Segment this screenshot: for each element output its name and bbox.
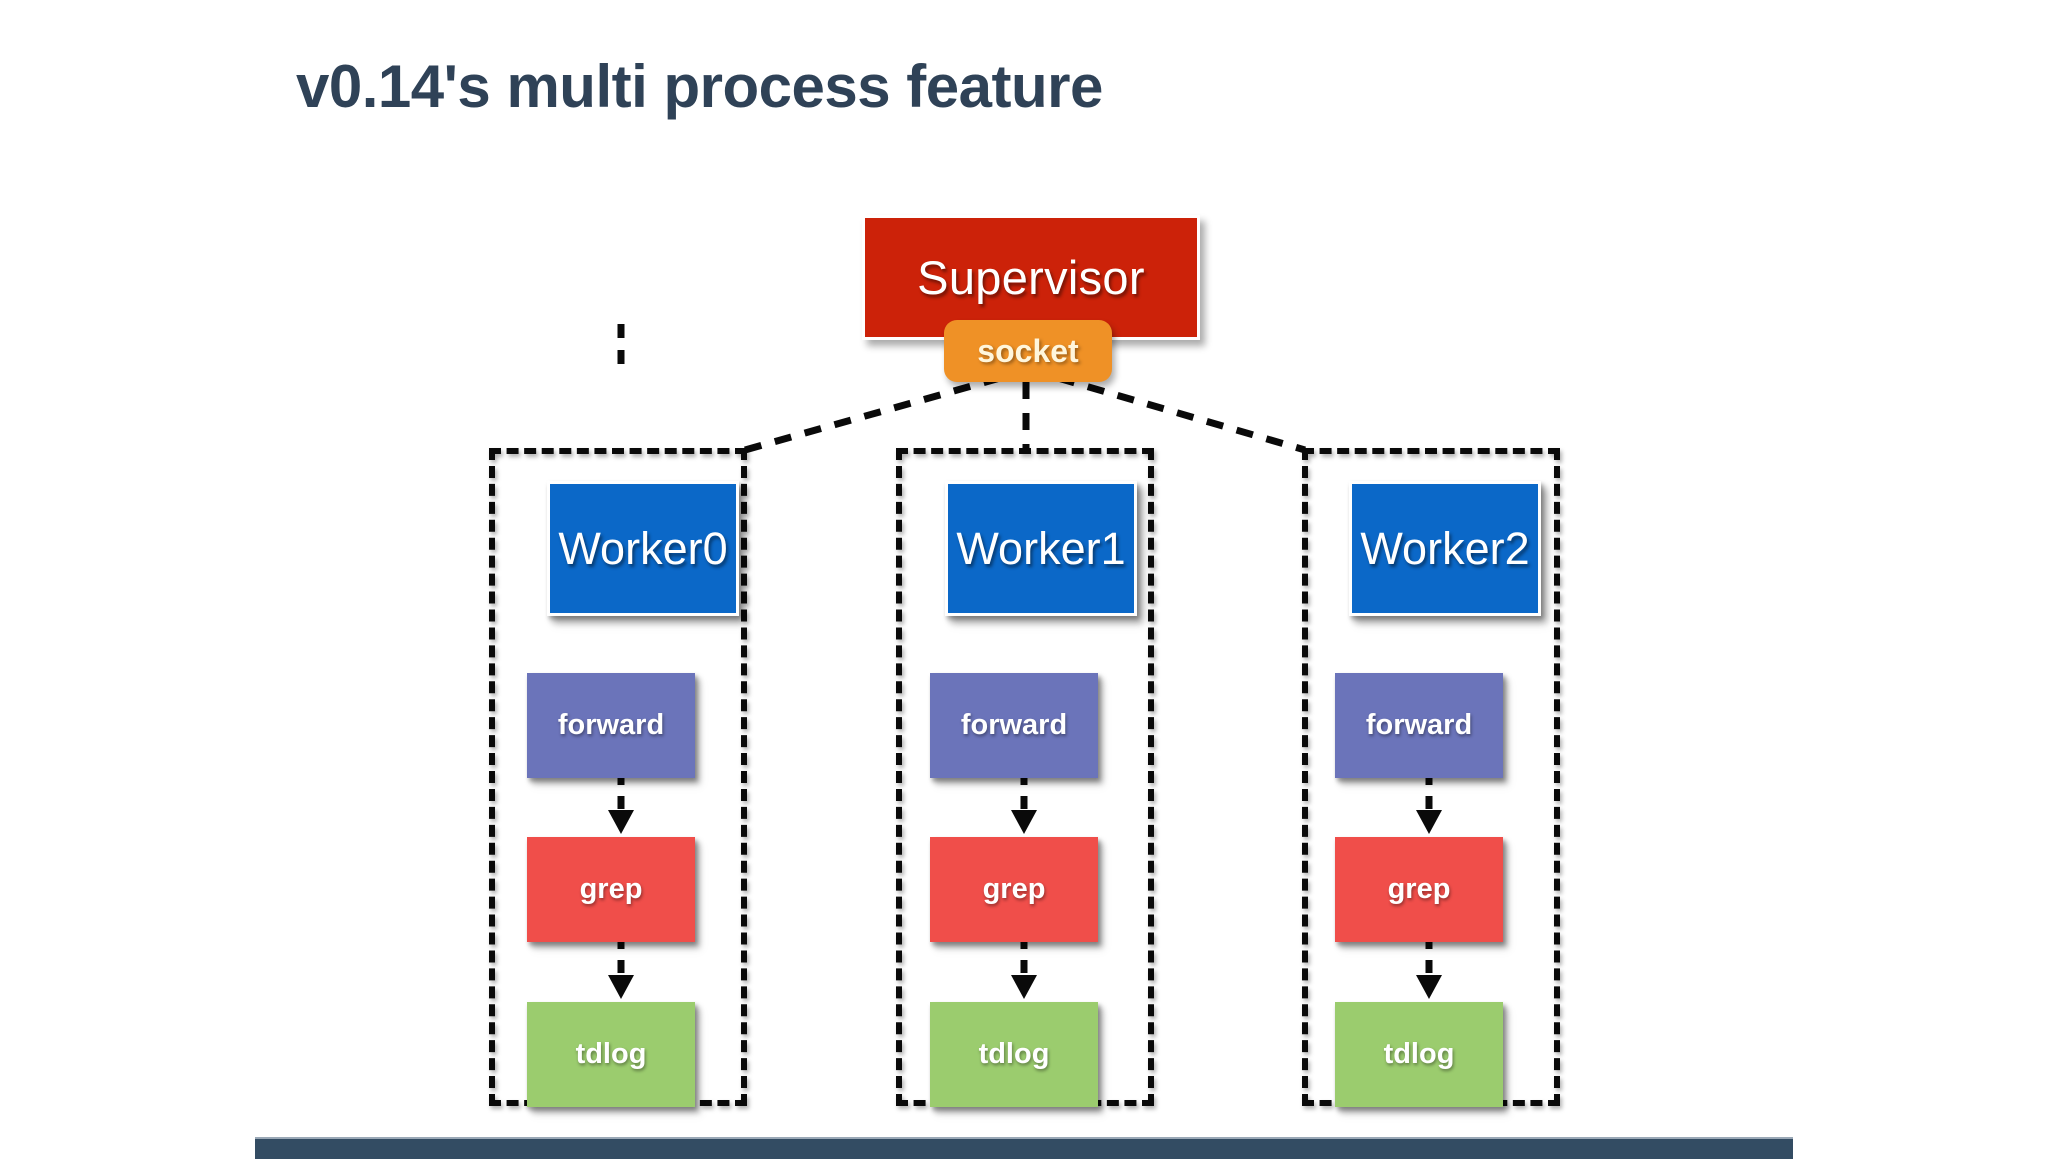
worker-label-2: Worker2 [1360, 522, 1530, 574]
stage-label-forward-1: forward [960, 709, 1068, 741]
worker-group-0[interactable]: Worker0 forward grep tdlog [489, 448, 747, 1107]
stage-node-forward-0[interactable]: forward [527, 673, 695, 778]
supervisor-node[interactable]: Supervisor [862, 215, 1200, 340]
worker-node-1[interactable]: Worker1 [945, 481, 1137, 616]
worker-group-2[interactable]: Worker2 forward grep tdlog [1302, 448, 1560, 1107]
socket-badge[interactable]: socket [944, 320, 1112, 382]
stage-label-tdlog-0: tdlog [575, 1038, 647, 1070]
stage-label-grep-0: grep [579, 873, 643, 905]
page-title: v0.14's multi process feature [296, 53, 1103, 120]
stage-label-grep-2: grep [1387, 873, 1451, 905]
stage-label-tdlog-1: tdlog [978, 1038, 1050, 1070]
stage-node-grep-2[interactable]: grep [1335, 837, 1503, 942]
supervisor-label: Supervisor [917, 251, 1145, 304]
stage-node-grep-1[interactable]: grep [930, 837, 1098, 942]
bottom-accent-bar [255, 1137, 1793, 1159]
socket-label: socket [977, 332, 1079, 369]
connector-line-worker2 [1057, 374, 1306, 454]
stage-node-tdlog-1[interactable]: tdlog [930, 1002, 1098, 1107]
worker-label-0: Worker0 [558, 522, 728, 574]
connector-line-worker0 [744, 374, 1001, 454]
stage-node-forward-1[interactable]: forward [930, 673, 1098, 778]
worker-node-0[interactable]: Worker0 [547, 481, 739, 616]
stage-label-forward-0: forward [557, 709, 665, 741]
stage-node-grep-0[interactable]: grep [527, 837, 695, 942]
stage-node-forward-2[interactable]: forward [1335, 673, 1503, 778]
worker-label-1: Worker1 [956, 522, 1126, 574]
worker-node-2[interactable]: Worker2 [1349, 481, 1541, 616]
stage-label-forward-2: forward [1365, 709, 1473, 741]
stage-label-grep-1: grep [982, 873, 1046, 905]
stage-node-tdlog-2[interactable]: tdlog [1335, 1002, 1503, 1107]
stage-node-tdlog-0[interactable]: tdlog [527, 1002, 695, 1107]
worker-group-1[interactable]: Worker1 forward grep tdlog [896, 448, 1154, 1107]
stage-label-tdlog-2: tdlog [1383, 1038, 1455, 1070]
